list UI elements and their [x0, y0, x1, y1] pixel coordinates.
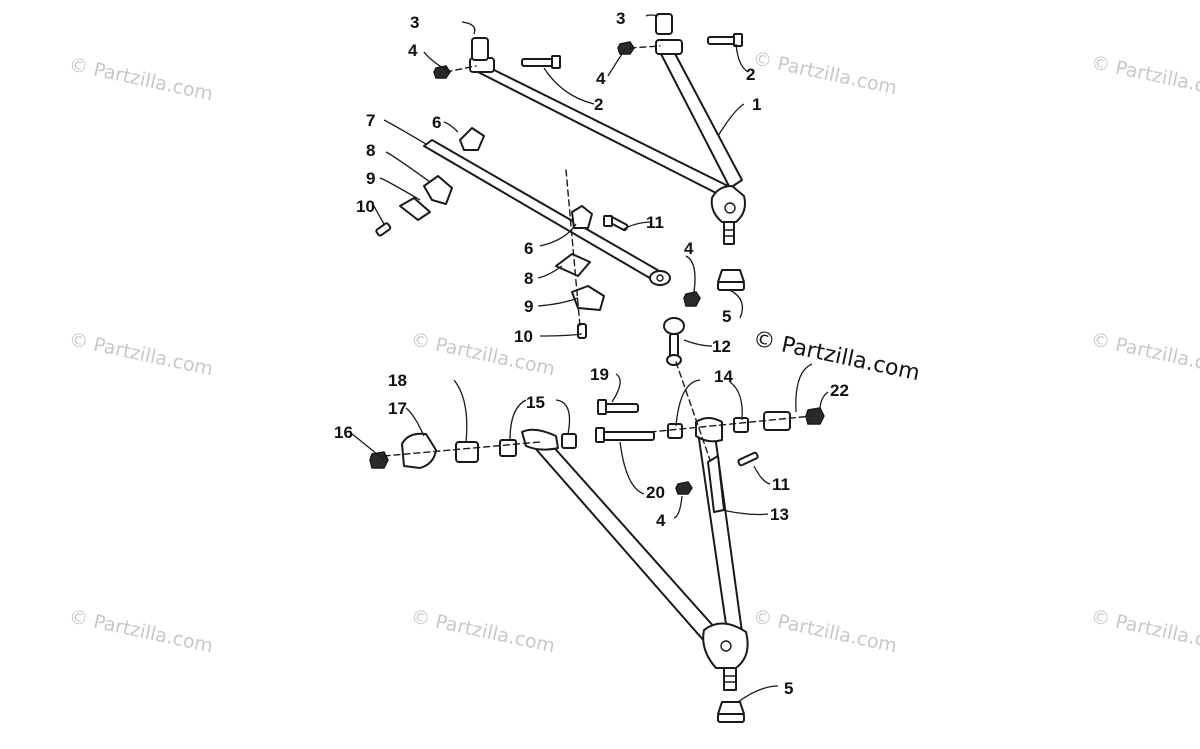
callout-5: 5: [722, 307, 731, 326]
callout-17: 17: [388, 399, 407, 418]
callout-12: 12: [712, 337, 731, 356]
stabilizer-link: [663, 317, 685, 366]
callout-8: 8: [366, 141, 375, 160]
lock-nut: [675, 481, 693, 495]
callout-3: 3: [410, 13, 419, 32]
assembly-line: [629, 45, 661, 49]
callout-6: 6: [432, 113, 441, 132]
bracket: [401, 432, 437, 469]
sleeve: [763, 411, 791, 431]
callout-22: 22: [830, 381, 849, 400]
callout-9: 9: [524, 297, 533, 316]
bushing-sleeve: [655, 13, 673, 35]
callout-19: 19: [590, 365, 609, 384]
callout-13: 13: [770, 505, 789, 524]
bolt: [603, 214, 629, 232]
callout-18: 18: [388, 371, 407, 390]
callout-10: 10: [514, 327, 533, 346]
callout-4: 4: [656, 511, 666, 530]
sleeve: [455, 441, 479, 463]
callouts: 1 2 2 3 3 4 4 4 4 5 5 6 6 7 8 8 9 9 10 1…: [334, 9, 849, 698]
bushing: [733, 417, 749, 433]
bushing: [561, 433, 577, 449]
assembly-line: [445, 65, 477, 73]
assembly-line: [649, 415, 813, 433]
bushing: [499, 439, 517, 457]
bolt: [521, 55, 561, 69]
callout-11: 11: [772, 475, 790, 494]
callout-11: 11: [646, 213, 664, 232]
stabilizer-bar: [423, 139, 671, 286]
callout-1: 1: [752, 95, 761, 114]
stabilizer-bushing: [571, 205, 593, 229]
callout-20: 20: [646, 483, 665, 502]
bolt: [597, 399, 639, 415]
callout-2: 2: [594, 95, 603, 114]
bushing-sleeve: [471, 37, 489, 61]
bolt: [595, 427, 655, 443]
lower-a-arm: [521, 417, 749, 691]
callout-16: 16: [334, 423, 353, 442]
callout-3: 3: [616, 9, 625, 28]
callout-4: 4: [684, 239, 694, 258]
callout-8: 8: [524, 269, 533, 288]
lock-nut: [369, 451, 389, 469]
lock-nut: [683, 291, 701, 307]
callout-5: 5: [784, 679, 793, 698]
watermark: © Partzilla.com: [67, 53, 215, 105]
ball-joint-nut: [717, 269, 745, 291]
callout-4: 4: [596, 69, 606, 88]
bracket: [399, 197, 431, 221]
callout-6: 6: [524, 239, 533, 258]
bushing: [667, 423, 683, 439]
watermark: © Partzilla.com: [1089, 328, 1200, 380]
ball-joint-nut: [717, 701, 745, 723]
cap-screw: [577, 323, 587, 339]
watermark: © Partzilla.com: [751, 605, 899, 657]
bracket: [423, 175, 453, 205]
callout-7: 7: [366, 111, 375, 130]
watermark: © Partzilla.com: [409, 605, 557, 657]
leader-lines: [351, 14, 829, 703]
callout-14: 14: [714, 367, 733, 386]
watermark: © Partzilla.com: [67, 328, 215, 380]
assembly-line: [675, 361, 711, 461]
stabilizer-bushing: [459, 127, 485, 151]
callout-15: 15: [526, 393, 545, 412]
callout-4: 4: [408, 41, 418, 60]
watermark: © Partzilla.com: [1089, 51, 1200, 103]
bolt: [707, 33, 743, 47]
watermark: © Partzilla.com: [409, 328, 557, 380]
assembly-line: [565, 169, 581, 327]
callout-2: 2: [746, 65, 755, 84]
watermark: © Partzilla.com: [1089, 605, 1200, 657]
lock-nut: [433, 65, 451, 79]
bracket: [571, 285, 605, 311]
watermark-main: © Partzilla.com: [751, 326, 922, 386]
callout-9: 9: [366, 169, 375, 188]
upper-a-arm: [469, 39, 746, 245]
bracket: [555, 253, 591, 277]
assembly-line: [383, 441, 541, 457]
bolt: [737, 451, 759, 467]
watermark: © Partzilla.com: [67, 605, 215, 657]
callout-10: 10: [356, 197, 375, 216]
cap-screw: [375, 222, 392, 237]
watermark: © Partzilla.com: [751, 47, 899, 99]
